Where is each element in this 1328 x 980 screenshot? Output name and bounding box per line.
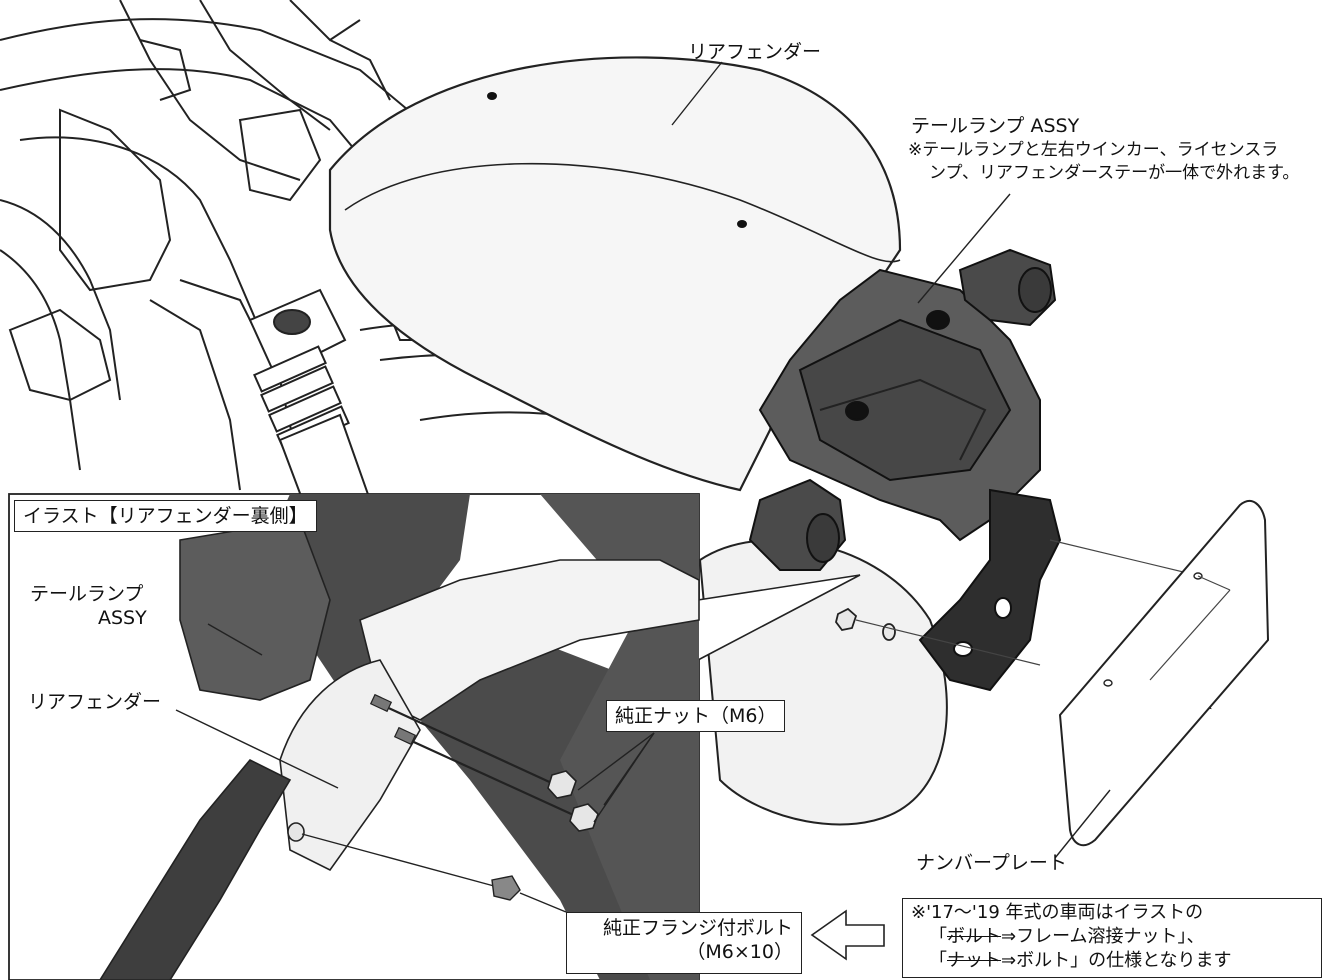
rear-shock-absorber <box>248 288 372 522</box>
motorcycle-frame <box>0 0 431 491</box>
bolt-callout: 純正フランジ付ボルト （M6×10） <box>566 912 802 974</box>
inset-title: イラスト【リアフェンダー裏側】 <box>14 500 317 532</box>
note-line3-bracket: 「 <box>929 950 947 971</box>
inset-panel <box>8 493 861 980</box>
rear-fender-label: リアフェンダー <box>688 41 822 63</box>
inset-rear-fender-label: リアフェンダー <box>28 691 162 713</box>
inset-tail-lamp-label: テールランプ <box>30 583 144 605</box>
main-leader-lines <box>671 61 1111 859</box>
tail-lamp-note-line2: ンプ、リアフェンダーステーが一体で外れます。 <box>929 163 1300 183</box>
note-line2: 「ボルト⇒フレーム溶接ナット」、 <box>911 925 1313 949</box>
model-year-note: ※'17～'19 年式の車両はイラストの 「ボルト⇒フレーム溶接ナット」、 「ナ… <box>902 898 1322 978</box>
note-line3-text: ⇒ボルト」の仕様となります <box>1001 950 1232 971</box>
note-line2-bracket: 「 <box>929 926 947 947</box>
inset-tail-lamp-assy-label: ASSY <box>98 607 147 629</box>
note-line3: 「ナット⇒ボルト」の仕様となります <box>911 949 1313 973</box>
note-line2-text: ⇒フレーム溶接ナット」、 <box>1001 926 1205 947</box>
number-plate-label: ナンバープレート <box>916 852 1067 874</box>
number-plate <box>1058 500 1270 847</box>
tail-lamp-note-line1: ※テールランプと左右ウインカー、ライセンスラ <box>908 140 1279 160</box>
left-arrow-icon <box>810 909 885 961</box>
bolt-callout-line1: 純正フランジ付ボルト <box>602 917 793 939</box>
nut-callout: 純正ナット（M6） <box>606 700 786 732</box>
tail-lamp-assy-label: テールランプ ASSY <box>911 115 1080 137</box>
bolt-callout-line2: （M6×10） <box>686 941 793 963</box>
note-line3-struck: ナット <box>947 950 1001 971</box>
tail-lamp-assy <box>748 248 1062 692</box>
note-line1: ※'17～'19 年式の車両はイラストの <box>911 902 1204 923</box>
note-line2-struck: ボルト <box>947 926 1001 947</box>
